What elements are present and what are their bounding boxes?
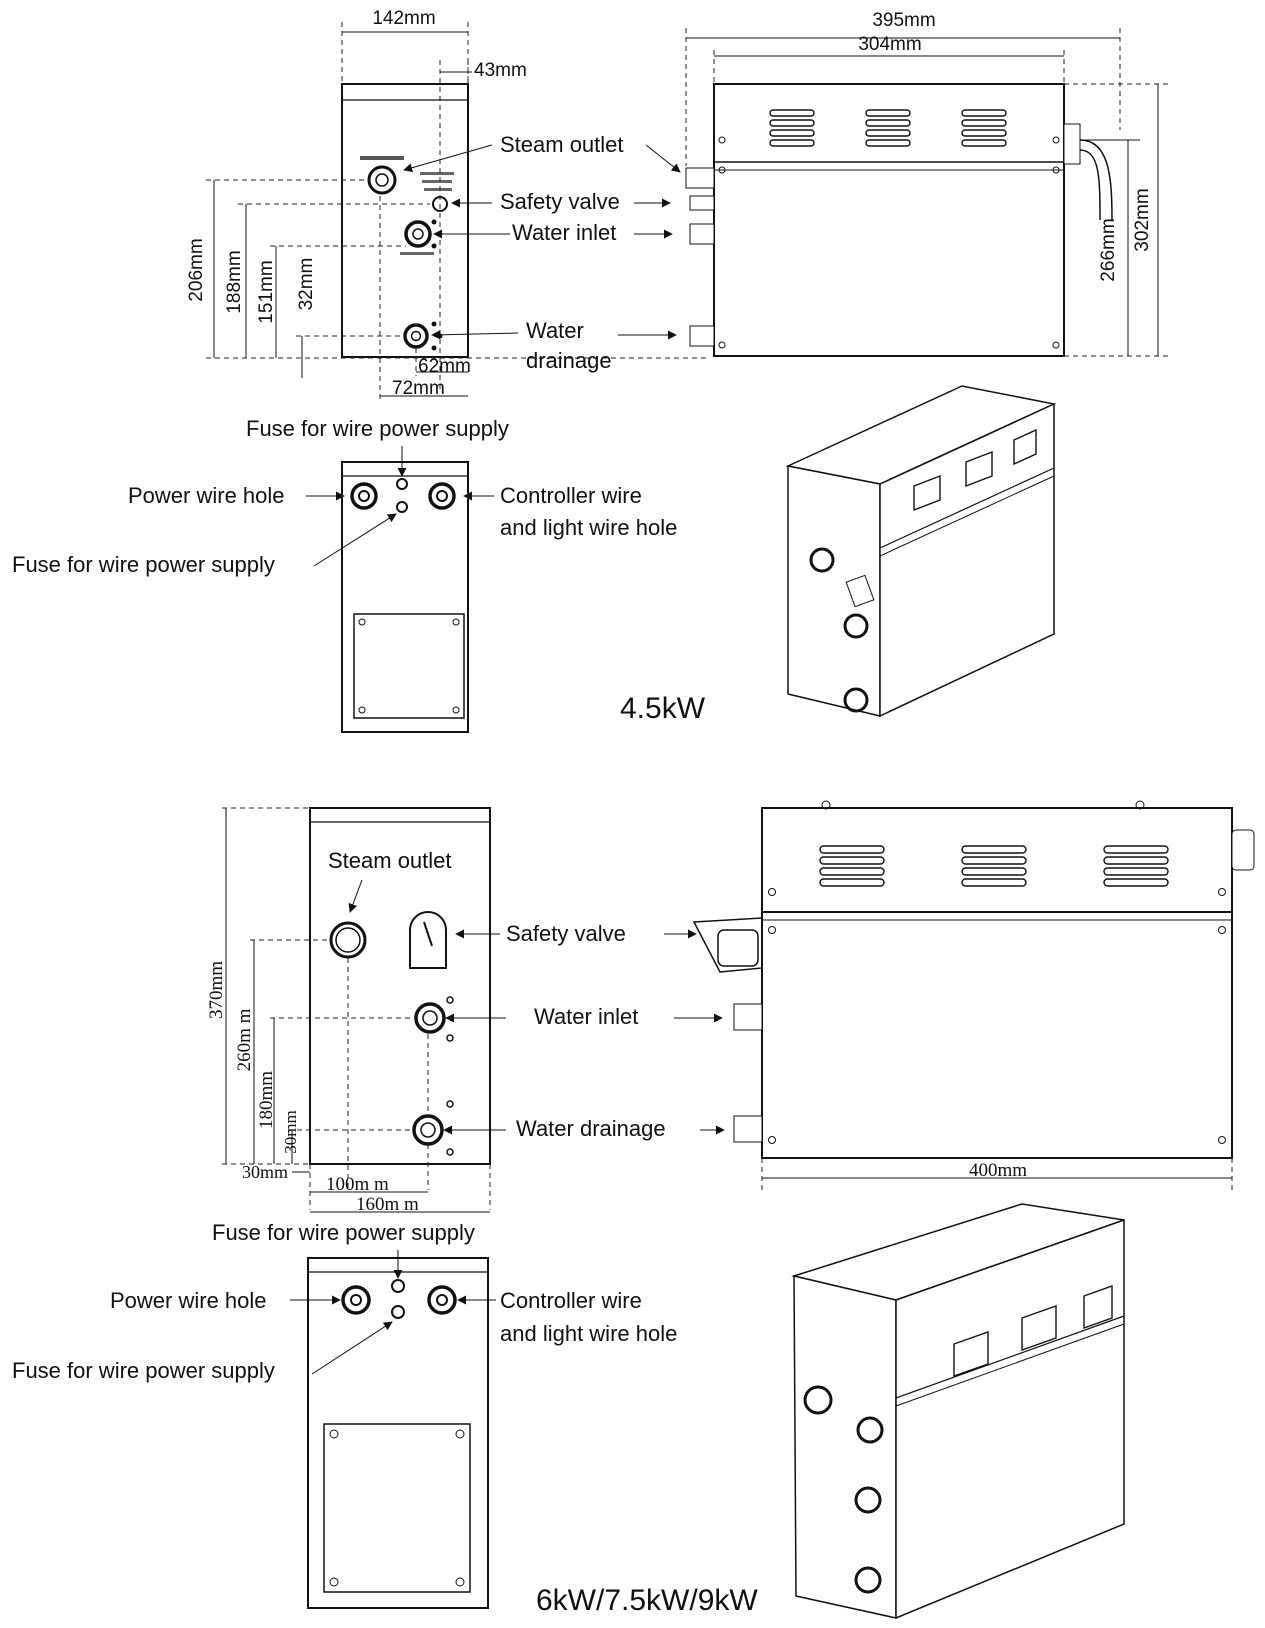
bottom-bottom-cover-plate xyxy=(323,1423,471,1593)
dim-266: 266mm xyxy=(1098,218,1119,281)
label-controller-wire-1: Controller wire xyxy=(500,483,642,508)
top-side-vent-1 xyxy=(769,109,815,147)
label-water-inlet: Water inlet xyxy=(512,220,616,245)
dim-30v: 30mm xyxy=(281,1110,300,1153)
label-steam-outlet-b: Steam outlet xyxy=(328,848,452,873)
dim-62: 62mm xyxy=(418,356,471,377)
bottom-side-safety-valve xyxy=(692,917,763,973)
dim-400: 400mm xyxy=(969,1160,1027,1181)
fuse-bottom-b xyxy=(391,1305,405,1319)
top-side-vent-3 xyxy=(961,109,1007,147)
fuse-top xyxy=(396,478,408,490)
label-fuse-top: Fuse for wire power supply xyxy=(246,416,509,441)
top-iso-view xyxy=(785,385,1057,718)
dim-72: 72mm xyxy=(392,378,445,399)
bottom-side-drain-fitting xyxy=(733,1115,763,1143)
dim-302: 302mm xyxy=(1132,188,1153,251)
controller-wire-hole xyxy=(428,482,456,510)
label-power-wire-hole-b: Power wire hole xyxy=(110,1288,267,1313)
bottom-front-callouts: Steam outlet Safety valve Water inlet Wa… xyxy=(328,848,725,1141)
dim-142: 142mm xyxy=(372,8,435,29)
top-section: 142mm 43mm 206mm 188mm 151mm 32mm 62mm xyxy=(12,8,1168,733)
top-side-view: 395mm 304mm 302mm 266mm xyxy=(685,10,1168,357)
label-fuse-bottom: Fuse for wire power supply xyxy=(12,552,275,577)
label-steam-outlet: Steam outlet xyxy=(500,132,624,157)
safety-valve-large xyxy=(409,911,447,969)
dim-370: 370mm xyxy=(206,961,227,1019)
power-wire-hole-b xyxy=(341,1285,371,1315)
top-bottom-view: Fuse for wire power supply Power wire ho… xyxy=(12,416,677,733)
bottom-side-lower-body xyxy=(761,911,1233,1159)
label-water-drainage-2: drainage xyxy=(526,348,612,373)
top-side-inlet-fitting xyxy=(689,223,715,245)
power-rating-6-9kw: 6kW/7.5kW/9kW xyxy=(536,1584,758,1617)
bottom-section: 370mm 260m m 180mm 30mm 30mm 100m m 160m… xyxy=(12,800,1255,1620)
label-power-wire-hole: Power wire hole xyxy=(128,483,285,508)
bottom-bottom-view: Fuse for wire power supply Power wire ho… xyxy=(12,1220,677,1609)
top-front-view xyxy=(341,83,469,358)
power-wire-hole xyxy=(350,482,378,510)
label-water-inlet-b: Water inlet xyxy=(534,1004,638,1029)
label-fuse-bottom-b: Fuse for wire power supply xyxy=(12,1358,275,1383)
label-safety-valve: Safety valve xyxy=(500,189,620,214)
dim-32: 32mm xyxy=(296,258,317,311)
label-controller-wire-2-b: and light wire hole xyxy=(500,1321,677,1346)
dim-43: 43mm xyxy=(474,60,527,81)
dim-260: 260m m xyxy=(234,1008,255,1071)
dim-206: 206mm xyxy=(186,238,207,301)
power-rating-4-5kw: 4.5kW xyxy=(620,692,706,725)
water-drain-port xyxy=(403,323,429,349)
bottom-side-inlet-fitting xyxy=(733,1003,763,1031)
water-inlet-port xyxy=(404,220,432,248)
dim-100: 100m m xyxy=(326,1174,389,1195)
top-bottom-cover-plate xyxy=(353,613,465,719)
top-side-steam-fitting xyxy=(685,167,715,189)
dim-304: 304mm xyxy=(858,34,921,55)
top-side-drain-fitting xyxy=(689,325,715,347)
top-side-vent-2 xyxy=(865,109,911,147)
bottom-side-vent-2 xyxy=(961,845,1027,887)
label-water-drainage-1: Water xyxy=(526,318,584,343)
dim-395: 395mm xyxy=(872,10,935,31)
top-front-callouts: Steam outlet Safety valve Water inlet Wa… xyxy=(403,132,681,373)
label-water-drainage-b: Water drainage xyxy=(516,1116,666,1141)
controller-wire-hole-b xyxy=(427,1285,457,1315)
top-front-body xyxy=(341,83,469,358)
bottom-side-view: 400mm xyxy=(692,800,1255,1194)
dim-151: 151mm xyxy=(256,260,277,323)
dim-180: 180mm xyxy=(256,1071,277,1129)
bottom-side-vent-1 xyxy=(819,845,885,887)
dim-30h: 30mm xyxy=(242,1162,288,1182)
top-side-cable-gland xyxy=(1063,123,1081,165)
label-fuse-top-b: Fuse for wire power supply xyxy=(212,1220,475,1245)
fuse-top-b xyxy=(391,1279,405,1293)
top-front-dimensions: 142mm 43mm 206mm 188mm 151mm 32mm 62mm xyxy=(186,8,708,400)
label-controller-wire-2: and light wire hole xyxy=(500,515,677,540)
bottom-side-vent-3 xyxy=(1103,845,1169,887)
dim-160: 160m m xyxy=(356,1194,419,1215)
bottom-front-body xyxy=(309,807,491,1165)
fuse-bottom xyxy=(396,501,408,513)
top-side-valve-fitting xyxy=(689,195,715,211)
bottom-front-dimensions: 370mm 260m m 180mm 30mm 30mm 100m m 160m… xyxy=(206,807,491,1215)
bottom-iso-view xyxy=(791,1203,1125,1620)
dim-188: 188mm xyxy=(224,250,245,313)
bottom-side-cable-gland xyxy=(1231,829,1255,871)
label-safety-valve-b: Safety valve xyxy=(506,921,626,946)
label-controller-wire-1-b: Controller wire xyxy=(500,1288,642,1313)
